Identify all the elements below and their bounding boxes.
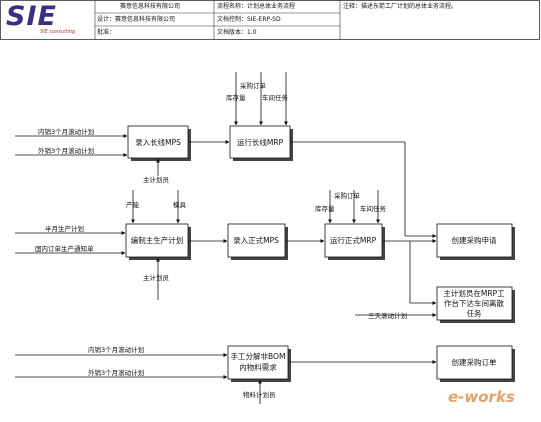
box-mps-long: 录入长线MPS [127, 125, 191, 161]
label-domestic3-b: 内销3个月滚动计划 [88, 345, 144, 354]
box-workshop-task: 主计划员在MRP工 作台下达车间离散 任务 [436, 286, 515, 323]
box-purchase-order-label: 创建采购订单 [452, 357, 497, 367]
label-half-month: 半月生产计划 [45, 224, 84, 233]
sie-logo: SIE SIE consulting [2, 1, 92, 39]
box-mrp-formal-label: 运行正式MRP [330, 235, 377, 245]
label-material-planner: 物料计划员 [243, 390, 276, 399]
row2-connectors [15, 190, 437, 317]
logo-subtext: SIE consulting [40, 29, 76, 35]
flow-name-field: 流程名称：计划总体业务流程 [217, 3, 296, 10]
label-stock-mid: 库存量 [315, 204, 335, 213]
box-workshop-task-line1: 主计划员在MRP工 [443, 288, 505, 298]
label-planner-b: 主计划员 [143, 273, 170, 282]
row1-inputs [15, 72, 437, 238]
box-purchase-request: 创建采购申请 [436, 223, 515, 260]
label-planner-a: 主计划员 [143, 175, 170, 184]
company-name: 赛意信息科技有限公司 [120, 3, 181, 10]
document-header: SIE SIE consulting 赛意信息科技有限公司 设计：赛意信息科技有… [0, 0, 541, 40]
header-grid [0, 0, 540, 40]
box-workshop-task-line2: 作台下达车间离散 [444, 298, 504, 308]
watermark-text: e-works [448, 388, 515, 406]
row3-connectors [15, 353, 437, 404]
label-workshop-task-top: 车间任务 [262, 93, 289, 102]
box-mps-long-label: 录入长线MPS [135, 137, 181, 147]
box-mrp-long: 运行长线MRP [229, 125, 293, 161]
approve-field: 批准： [97, 29, 116, 36]
box-purchase-request-label: 创建采购申请 [452, 235, 497, 245]
box-bom: 手工分解非BOM 内物料需求 [227, 345, 291, 382]
box-master-plan: 编制主生产计划 [125, 223, 191, 260]
box-mps-formal-label: 录入正式MPS [233, 235, 279, 245]
box-mrp-formal: 运行正式MRP [324, 223, 385, 260]
doc-control-field: 文档控制：SIE-ERP-SD [217, 16, 281, 23]
label-po-mid: 采购订单 [334, 191, 361, 200]
label-domestic3: 内销3个月滚动计划 [38, 127, 94, 136]
box-mps-formal: 录入正式MPS [227, 223, 288, 260]
box-mrp-long-label: 运行长线MRP [237, 137, 284, 147]
box-master-plan-label: 编制主生产计划 [131, 235, 184, 245]
box-bom-line1: 手工分解非BOM [231, 351, 286, 361]
note-field: 注释：描述东箭工厂计划的总体业务流程。 [343, 3, 458, 10]
label-po-top: 采购订单 [240, 81, 267, 90]
box-purchase-order: 创建采购订单 [436, 345, 515, 382]
box-bom-line2: 内物料需求 [239, 362, 277, 372]
label-domestic-order: 国内订单生产通知单 [35, 244, 94, 253]
doc-version-field: 文档版本：1.0 [217, 29, 257, 36]
label-stock-top: 库存量 [226, 93, 246, 102]
label-mold: 模具 [173, 200, 187, 209]
label-export3: 外销3个月滚动计划 [38, 146, 94, 155]
logo-text: SIE [6, 1, 57, 32]
label-export3-b: 外销3个月滚动计划 [88, 368, 144, 377]
eworks-watermark: e-works [448, 388, 515, 406]
design-field: 设计：赛意信息科技有限公司 [97, 16, 176, 23]
label-workshop-task-mid: 车间任务 [360, 204, 387, 213]
box-workshop-task-line3: 任务 [467, 308, 482, 318]
label-three-day: 三天滚动计划 [368, 311, 407, 320]
label-capacity: 产能 [126, 200, 140, 209]
